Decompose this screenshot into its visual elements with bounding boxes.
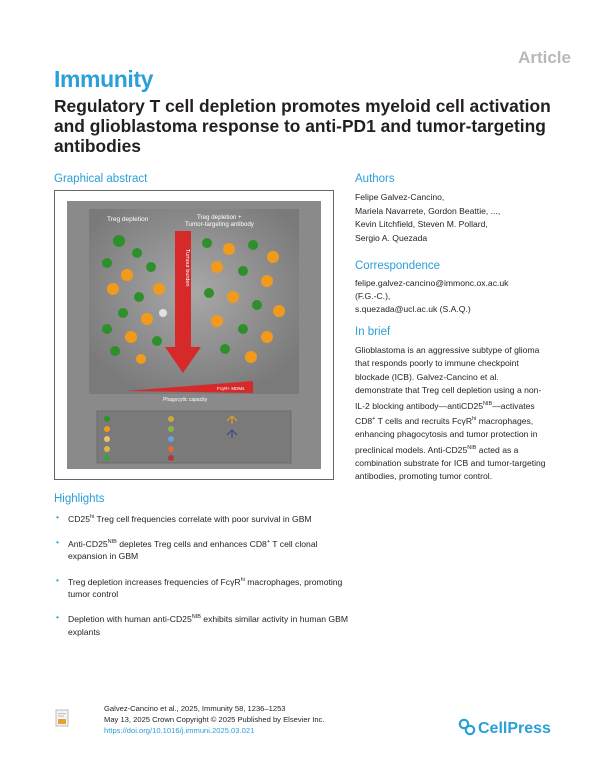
- doi-link[interactable]: https://doi.org/10.1016/j.immuni.2025.03…: [104, 725, 255, 735]
- article-title: Regulatory T cell depletion promotes mye…: [54, 96, 551, 156]
- cellpress-logo-icon: CellPress: [458, 718, 551, 737]
- ga-arrow-label: Tumour burden: [184, 249, 190, 286]
- ga-cells-left: [102, 235, 167, 364]
- in-brief-text: Glioblastoma is an aggressive subtype of…: [355, 345, 546, 482]
- ga-wedge-label: FcγR+ MDMs: [217, 386, 245, 391]
- author-line: Felipe Galvez-Cancino,: [355, 192, 445, 202]
- highlight-item: •Depletion with human anti-CD25NIB exhib…: [56, 612, 348, 637]
- citation-line-1: Galvez-Cancino et al., 2025, Immunity 58…: [104, 704, 286, 713]
- authors-heading: Authors: [355, 173, 395, 185]
- ga-cells-right: [202, 238, 285, 363]
- highlight-item: •Anti-CD25NIB depletes Treg cells and en…: [56, 536, 318, 562]
- author-line: Mariela Navarrete, Gordon Beattie, ...,: [355, 205, 501, 216]
- bullet-icon: •: [56, 512, 60, 522]
- correspondence-heading: Correspondence: [355, 260, 441, 272]
- highlight-item: •Treg depletion increases frequencies of…: [56, 574, 343, 599]
- article-type-label: Article: [518, 48, 571, 67]
- citation-block: Galvez-Cancino et al., 2025, Immunity 58…: [104, 704, 324, 736]
- ga-tumour-burden-arrow: Tumour burden: [165, 231, 201, 373]
- in-brief-heading: In brief: [355, 326, 391, 338]
- authors-list: Felipe Galvez-Cancino, Mariela Navarrete…: [355, 191, 555, 245]
- correspondence-block: felipe.galvez-cancino@immonc.ox.ac.uk (F…: [355, 277, 555, 315]
- highlights-heading: Highlights: [54, 493, 105, 505]
- cellpress-logo[interactable]: CellPress: [456, 716, 576, 743]
- correspondence-initials-1: (F.G.-C.),: [355, 290, 391, 301]
- bullet-icon: •: [56, 574, 60, 585]
- correspondence-email-1[interactable]: felipe.galvez-cancino@immonc.ox.ac.uk: [355, 278, 509, 288]
- ga-wedge-sublabel: Phagocytic capacity: [163, 397, 208, 403]
- bullet-icon: •: [56, 612, 60, 623]
- graphical-abstract-frame: Treg depletion Treg depletion + Tumor-ta…: [54, 190, 334, 480]
- ga-legend: [96, 410, 292, 464]
- graphical-abstract-heading: Graphical abstract: [54, 173, 148, 185]
- journal-name[interactable]: Immunity: [54, 66, 154, 92]
- ga-phagocytic-wedge: FcγR+ MDMs Phagocytic capacity: [125, 381, 253, 403]
- author-line: Sergio A. Quezada: [355, 232, 428, 243]
- cellpress-logo-text: CellPress: [478, 720, 551, 737]
- ga-label-right: Treg depletion + Tumor-targeting antibod…: [185, 214, 255, 228]
- graphical-abstract-image: Treg depletion Treg depletion + Tumor-ta…: [67, 201, 321, 469]
- bullet-icon: •: [56, 536, 60, 547]
- author-line: Kevin Litchfield, Steven M. Pollard,: [355, 219, 488, 230]
- correspondence-email-2[interactable]: s.quezada@ucl.ac.uk (S.A.Q.): [355, 303, 471, 314]
- highlights-list: •CD25hi Treg cell frequencies correlate …: [54, 511, 354, 649]
- document-icon: [55, 709, 69, 727]
- graphical-abstract-illustration: Treg depletion Treg depletion + Tumor-ta…: [67, 201, 321, 469]
- highlight-item: •CD25hi Treg cell frequencies correlate …: [56, 512, 312, 524]
- ga-label-left: Treg depletion: [107, 216, 149, 223]
- citation-line-2: May 13, 2025 Crown Copyright © 2025 Publ…: [104, 714, 325, 724]
